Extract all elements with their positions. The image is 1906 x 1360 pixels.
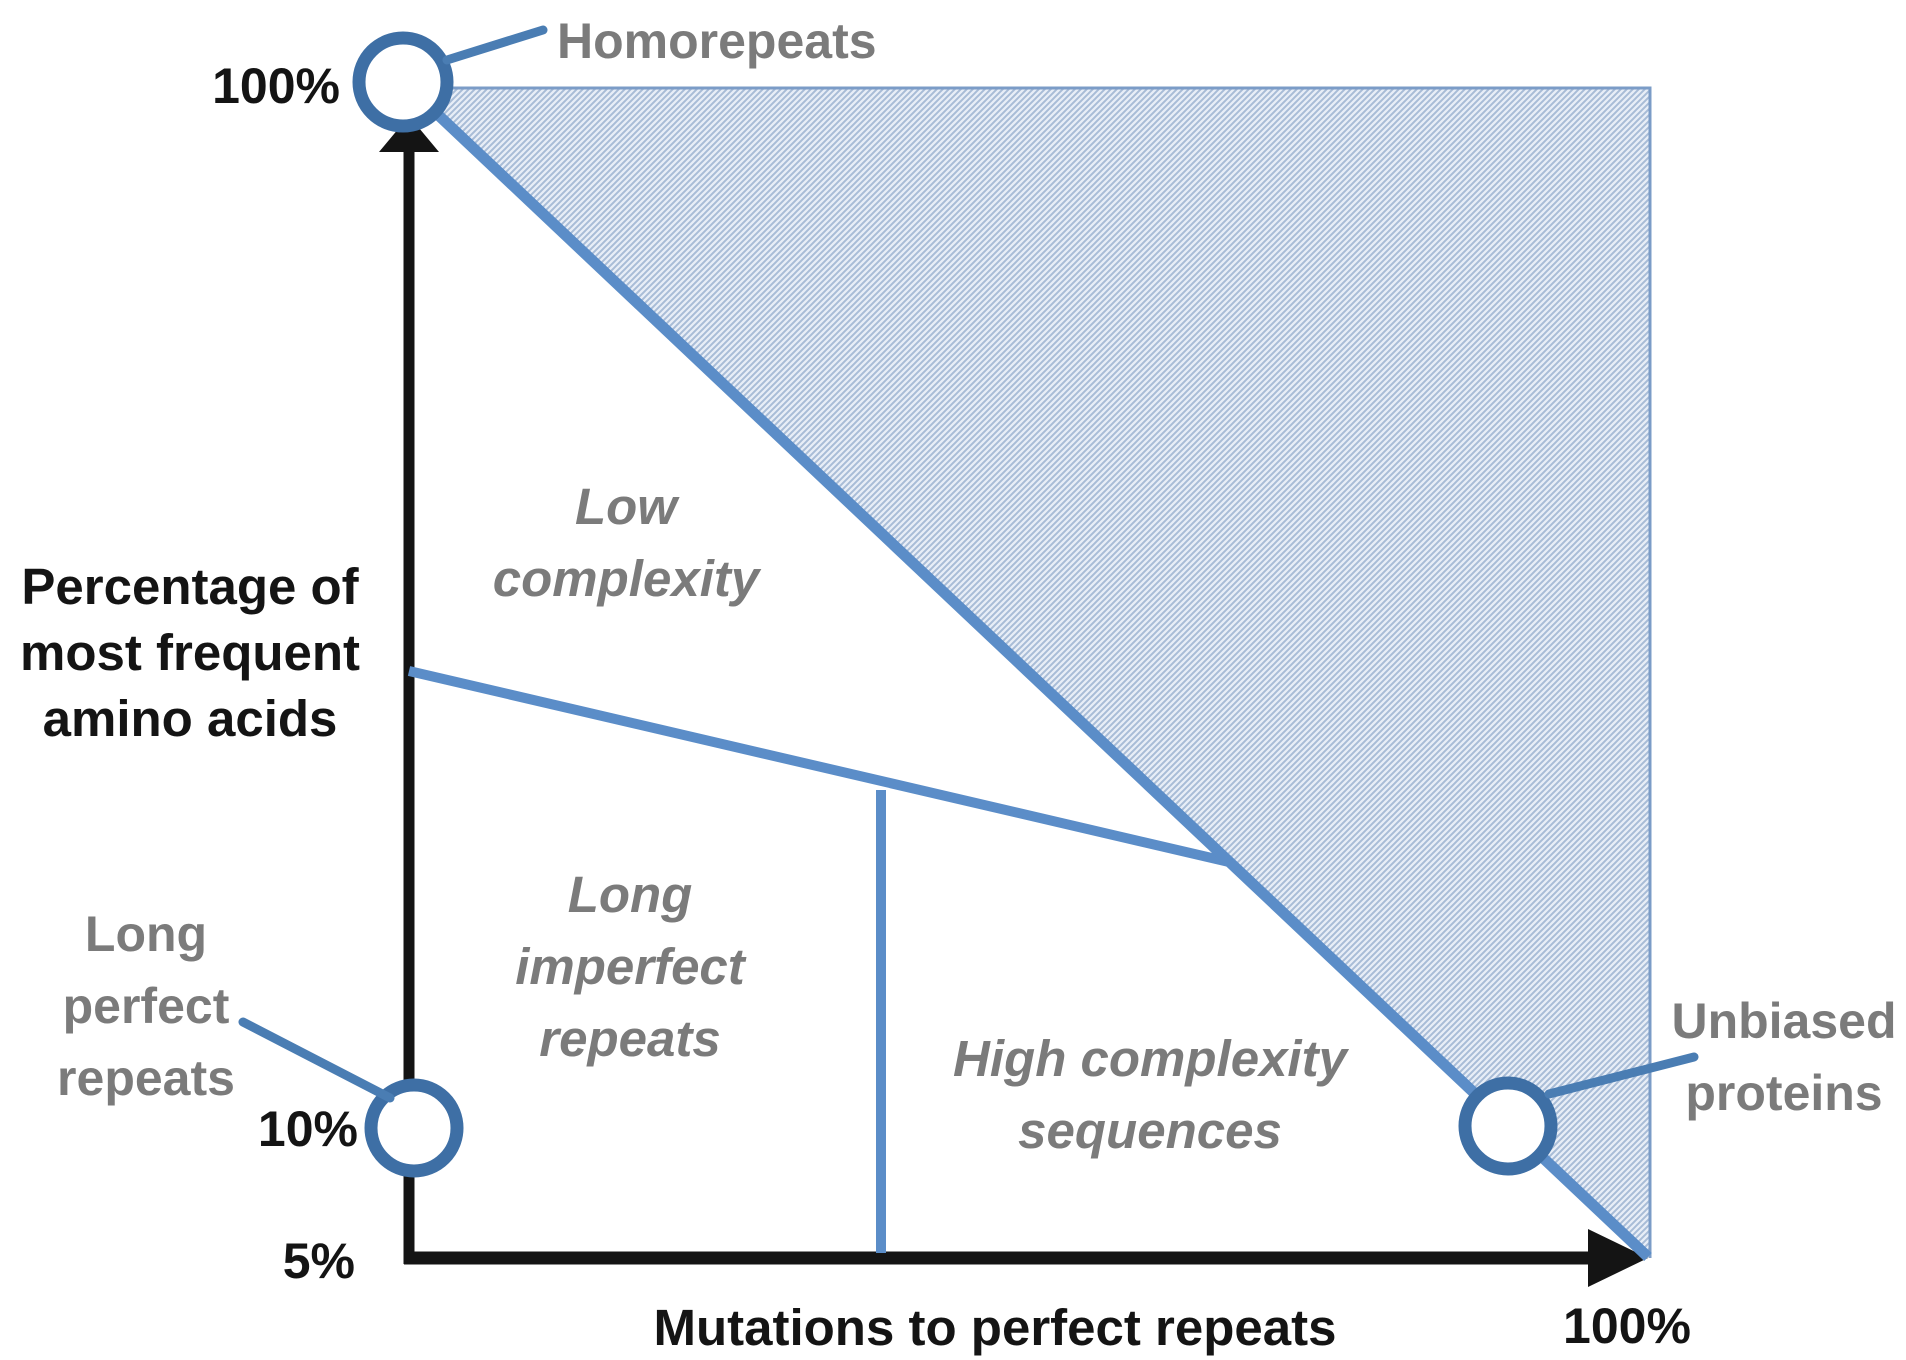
homorepeats-callout-line <box>442 25 548 65</box>
long-perfect-repeats-callout-line <box>238 1017 395 1103</box>
y-axis-title-line1: Percentage of <box>21 558 359 615</box>
low-complexity-line1: Low <box>575 478 680 535</box>
hatch-border <box>412 86 1652 1258</box>
unbiased-proteins-label: Unbiased proteins <box>1671 993 1896 1121</box>
high-complexity-line1: High complexity <box>953 1030 1350 1087</box>
unbiased-proteins-label-line1: Unbiased <box>1671 993 1896 1049</box>
y-tick-100: 100% <box>212 58 340 114</box>
y-axis-title: Percentage of most frequent amino acids <box>20 558 360 747</box>
long-perfect-repeats-label-line3: repeats <box>57 1050 235 1106</box>
long-perfect-repeats-marker-circle <box>364 1078 464 1178</box>
long-imperfect-repeats-line2: imperfect <box>515 938 747 995</box>
low-complexity-boundary-line <box>407 666 1231 867</box>
y-tick-5: 5% <box>283 1233 355 1289</box>
long-perfect-repeats-label: Long perfect repeats <box>57 906 235 1106</box>
long-imperfect-repeats-region-label: Long imperfect repeats <box>515 866 747 1067</box>
y-axis-title-line2: most frequent <box>20 624 360 681</box>
y-tick-10: 10% <box>258 1101 358 1157</box>
low-complexity-region-label: Low complexity <box>493 478 762 607</box>
x-tick-100: 100% <box>1563 1298 1691 1354</box>
x-axis-arrowhead-icon <box>1588 1229 1648 1287</box>
homorepeats-marker-circle <box>352 31 454 133</box>
main-diagonal-line <box>412 90 1652 1261</box>
high-complexity-region-label: High complexity sequences <box>953 1030 1350 1159</box>
y-axis-title-line3: amino acids <box>43 690 338 747</box>
low-complexity-line2: complexity <box>493 550 762 607</box>
unbiased-proteins-callout-line <box>1544 1052 1699 1099</box>
x-axis-title: Mutations to perfect repeats <box>654 1299 1337 1356</box>
x-axis <box>404 1229 1648 1287</box>
long-perfect-repeats-label-line2: perfect <box>63 978 230 1034</box>
homorepeats-label: Homorepeats <box>557 13 877 69</box>
unbiased-proteins-label-line2: proteins <box>1685 1065 1882 1121</box>
long-imperfect-repeats-line1: Long <box>568 866 693 923</box>
y-axis-arrowhead-icon <box>379 116 439 152</box>
long-perfect-repeats-label-line1: Long <box>85 906 207 962</box>
long-imperfect-repeats-line3: repeats <box>539 1010 720 1067</box>
unbiased-proteins-marker-circle <box>1458 1076 1558 1176</box>
y-axis <box>379 116 439 1264</box>
high-complexity-line2: sequences <box>1018 1102 1282 1159</box>
